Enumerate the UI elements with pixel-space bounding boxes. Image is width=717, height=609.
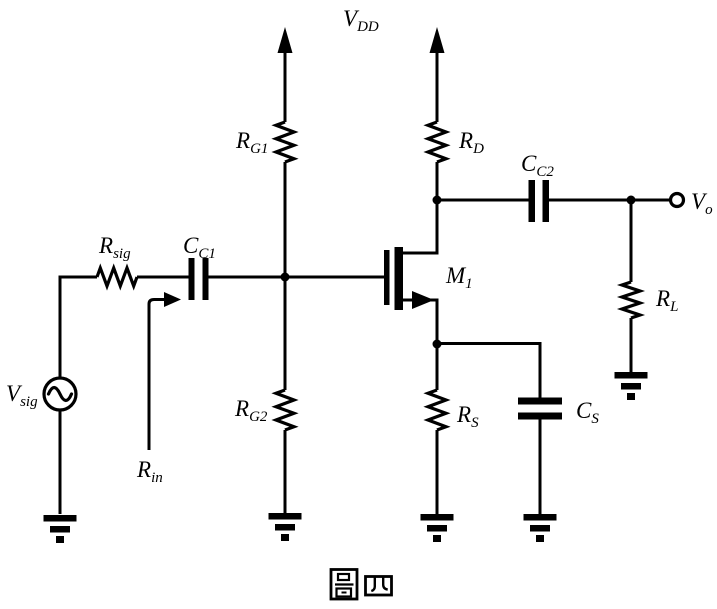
up-arrow-icon <box>429 27 445 53</box>
ground-symbol <box>268 513 302 541</box>
rs-label: RS <box>456 402 479 431</box>
resistor-rs <box>423 344 451 514</box>
rin-label: Rin <box>136 457 163 486</box>
vdd-rail-right <box>429 27 445 122</box>
source-arrow-icon <box>412 291 434 309</box>
resistor-rg1 <box>271 120 299 390</box>
ground-symbol <box>614 372 648 400</box>
rsig-label: Rsig <box>98 233 131 262</box>
resistor-rsig <box>95 263 190 291</box>
vsig-label: Vsig <box>6 381 38 410</box>
m1-label: M1 <box>445 263 473 292</box>
cs-label: CS <box>576 398 599 427</box>
right-arrow-icon <box>164 292 181 307</box>
channel-bar <box>394 247 403 310</box>
rg1-label: RG1 <box>235 128 268 157</box>
figure-caption-glyphs <box>329 568 393 601</box>
output-terminal <box>668 191 686 209</box>
junction-dot <box>626 195 636 205</box>
junction-dot <box>432 195 442 205</box>
up-arrow-icon <box>277 27 293 53</box>
ground-symbol <box>523 514 557 542</box>
vo-label: Vo <box>691 189 713 218</box>
resistor-rg2 <box>271 388 299 514</box>
junction-dot <box>280 272 290 282</box>
resistor-rl <box>616 200 646 372</box>
capacitor-cs <box>437 342 562 514</box>
rg2-label: RG2 <box>234 396 268 425</box>
ground-symbol <box>420 514 454 542</box>
rl-label: RL <box>655 286 678 315</box>
source-lead <box>403 298 439 344</box>
capacitor-cc1 <box>188 258 384 300</box>
rd-label: RD <box>458 128 484 157</box>
ac-source-vsig <box>42 275 97 514</box>
vdd-rail-left <box>277 27 293 122</box>
drain-lead <box>403 200 439 255</box>
gate-bar <box>384 250 390 305</box>
rin-arrow <box>147 292 181 450</box>
junction-dot <box>432 339 442 349</box>
vdd-label: VDD <box>343 6 379 35</box>
sine-wave-icon <box>46 385 74 403</box>
cc1-label: CC1 <box>183 233 216 262</box>
cc2-label: CC2 <box>521 151 554 180</box>
ground-symbol <box>43 515 77 543</box>
capacitor-cc2 <box>437 180 670 222</box>
mosfet-m1 <box>384 200 439 344</box>
